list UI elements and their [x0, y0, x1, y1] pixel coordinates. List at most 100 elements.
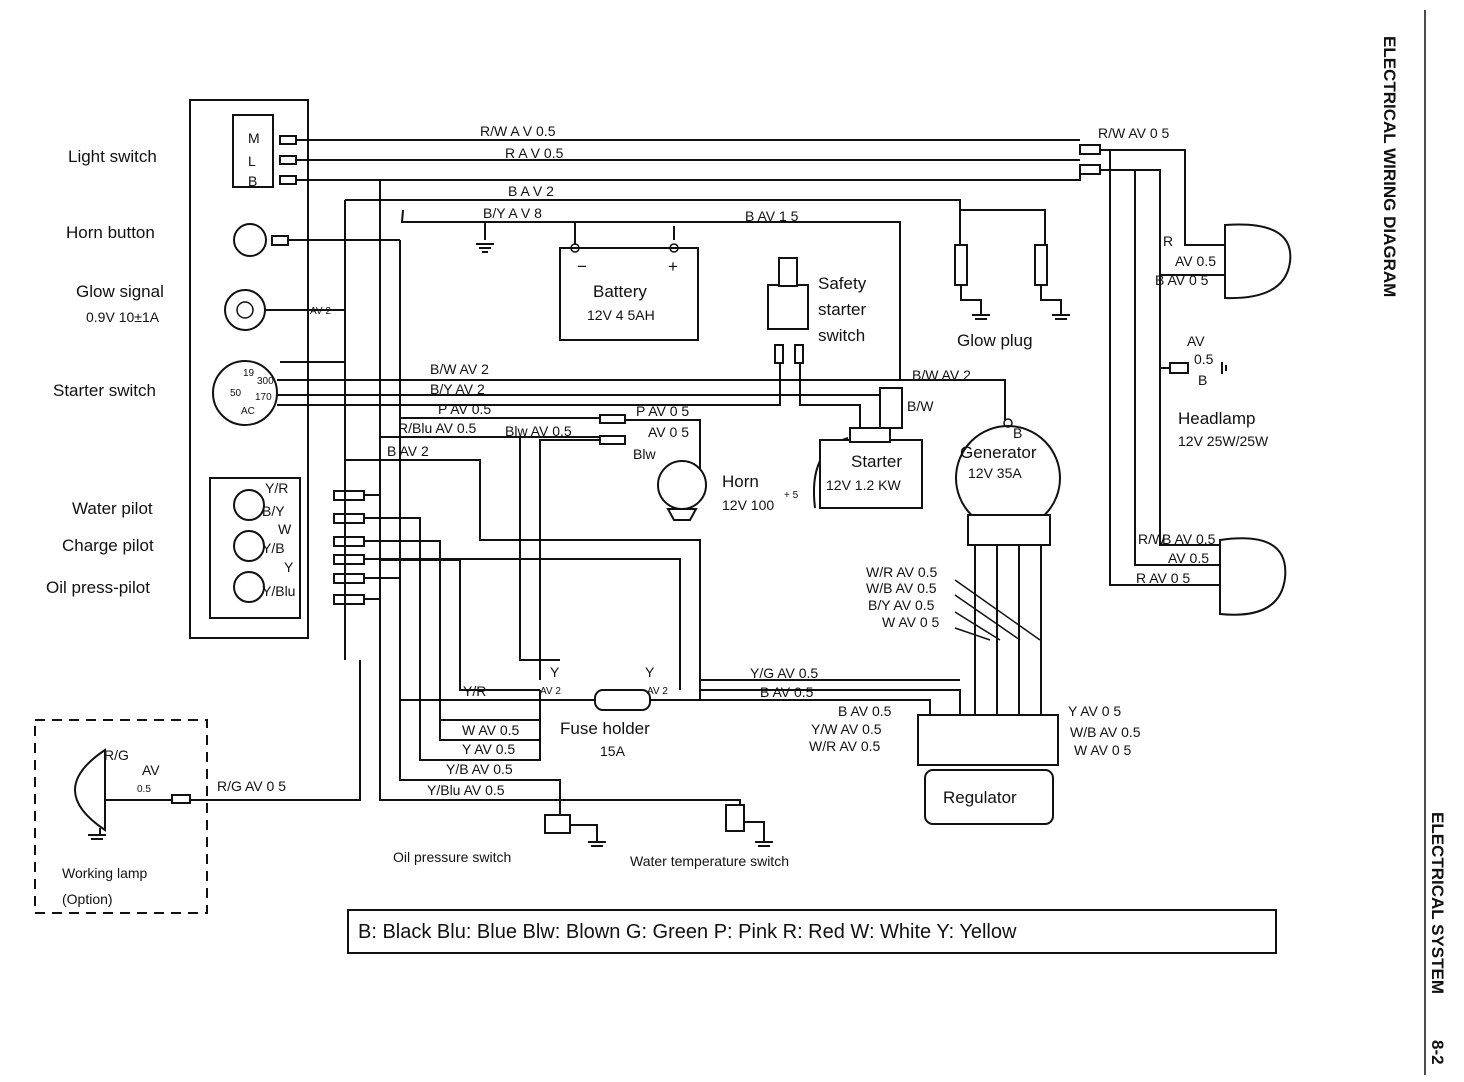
- wire-label: AV 0.5: [1175, 253, 1216, 269]
- wire-label: W/R AV 0.5: [866, 564, 938, 580]
- left-panel-frame: [189, 99, 309, 639]
- wire-label: Y/Blu AV 0.5: [427, 782, 505, 798]
- wire-label: R: [1163, 233, 1173, 249]
- wire-label: R/Blu AV 0.5: [398, 420, 477, 436]
- wire-label: W/R AV 0.5: [809, 738, 881, 754]
- glow-plug-2: [1034, 244, 1048, 286]
- wire-label: AV 2: [540, 686, 561, 697]
- connector: [794, 344, 804, 364]
- wire-label: Y/G AV 0.5: [750, 665, 818, 681]
- color-legend: B: Black Blu: Blue Blw: Blown G: Green P…: [358, 921, 1017, 943]
- fuse-holder-symbol: [594, 689, 651, 711]
- oil-pressure-switch-symbol: [544, 814, 571, 834]
- wire-label: B AV 1 5: [745, 208, 799, 224]
- generator-b-terminal: [1003, 418, 1013, 428]
- generator-connectors: [967, 514, 1051, 546]
- wire-label: B AV 0.5: [1162, 531, 1216, 547]
- horn-button-label: Horn button: [66, 223, 155, 242]
- regulator-box: [924, 769, 1054, 825]
- connector: [1169, 362, 1189, 374]
- battery-minus: −: [577, 257, 587, 276]
- wire-label: AV 2: [310, 306, 331, 317]
- oil-pressure-switch-label: Oil pressure switch: [393, 849, 511, 865]
- ss-19: 19: [243, 368, 255, 379]
- wire-label: W AV 0.5: [462, 722, 520, 738]
- horn-button-symbol: [233, 223, 267, 257]
- connector: [271, 235, 289, 246]
- generator-b: B: [1013, 425, 1022, 441]
- wire-label: B: [1198, 372, 1207, 388]
- ss-50: 50: [230, 388, 242, 399]
- connector: [279, 135, 297, 145]
- horn-base: [666, 508, 698, 521]
- ss-300: 300: [257, 376, 274, 387]
- wire-label: Y/R: [265, 480, 288, 496]
- wire-label: B AV 0.5: [760, 684, 814, 700]
- wire-label: B/W: [907, 398, 934, 414]
- wire-label: B AV 0.5: [838, 703, 892, 719]
- switch-b-label: B: [248, 173, 257, 189]
- wire-label: Y: [284, 559, 294, 575]
- battery-box: [559, 247, 699, 341]
- horn-symbol: [657, 460, 707, 510]
- regulator-connectors: [917, 714, 1059, 766]
- working-lamp-label: Working lamp: [62, 865, 148, 881]
- wire-label: Y/Blu: [262, 583, 295, 599]
- light-switch-label: Light switch: [68, 147, 157, 166]
- battery-spec: 12V 4 5AH: [587, 307, 655, 323]
- battery-label: Battery: [593, 282, 647, 301]
- generator-spec: 12V 35A: [968, 465, 1022, 481]
- wire-label: R/W: [1138, 531, 1166, 547]
- headlamp-upper: [1224, 223, 1292, 300]
- wire-label: Y/B: [262, 540, 285, 556]
- safety-label-2: starter: [818, 300, 867, 319]
- headlamp-spec: 12V 25W/25W: [1178, 433, 1269, 449]
- fuse-rating: 15A: [600, 743, 626, 759]
- glow-signal-symbol: [224, 289, 266, 331]
- wire-label: AV: [142, 762, 160, 778]
- ss-170: 170: [255, 392, 272, 403]
- glow-plug-1: [954, 244, 968, 286]
- wire-label: B/Y AV 0.5: [868, 597, 935, 613]
- wire-label: B/Y AV 2: [430, 381, 485, 397]
- side-title: ELECTRICAL WIRING DIAGRAM: [1380, 36, 1399, 297]
- oil-press-pilot-lamp: [233, 571, 265, 603]
- wire-label: 0.5: [137, 784, 151, 795]
- wire-label: AV 0 5: [648, 424, 689, 440]
- switch-m-label: M: [248, 130, 260, 146]
- connector: [1079, 144, 1101, 155]
- legend-box: [347, 909, 1277, 954]
- wire-label: W/B AV 0.5: [1070, 724, 1141, 740]
- wire-label: Blw: [633, 446, 656, 462]
- safety-label-3: switch: [818, 326, 865, 345]
- glow-plug-label: Glow plug: [957, 331, 1033, 350]
- wire-label: P AV 0 5: [636, 403, 689, 419]
- ss-ac: AC: [241, 406, 255, 417]
- pilot-panel-frame: [209, 477, 301, 619]
- connector: [1079, 164, 1101, 175]
- working-lamp-symbol: [74, 748, 106, 832]
- wire-label: Y AV 0.5: [462, 741, 515, 757]
- wire-label: Y/B AV 0.5: [446, 761, 513, 777]
- wire-label: R/W A V 0.5: [480, 123, 556, 139]
- wire-label: B AV 0 5: [1155, 272, 1209, 288]
- horn-label: Horn: [722, 472, 759, 491]
- charge-pilot-lamp: [233, 530, 265, 562]
- generator-label: Generator: [960, 443, 1037, 462]
- wire-labels: R/W A V 0.5 R A V 0.5 R/W AV 0 5 B A V 2…: [104, 123, 1216, 798]
- switch-l-label: L: [248, 153, 256, 169]
- glow-signal-filament: [236, 301, 254, 319]
- battery-terminal-neg: [570, 243, 580, 253]
- wire-label: Blw AV 0.5: [505, 423, 572, 439]
- wire-label: R/W AV 0 5: [1098, 125, 1170, 141]
- battery-terminal-pos: [669, 243, 679, 253]
- working-lamp-option: (Option): [62, 891, 113, 907]
- headlamp-lower: [1219, 537, 1287, 616]
- wire-label: W AV 0 5: [882, 614, 940, 630]
- water-temp-switch-label: Water temperature switch: [630, 853, 789, 869]
- starter-box: [819, 439, 923, 509]
- wire-label: Y: [645, 664, 655, 680]
- connector: [171, 794, 191, 804]
- connector: [279, 175, 297, 185]
